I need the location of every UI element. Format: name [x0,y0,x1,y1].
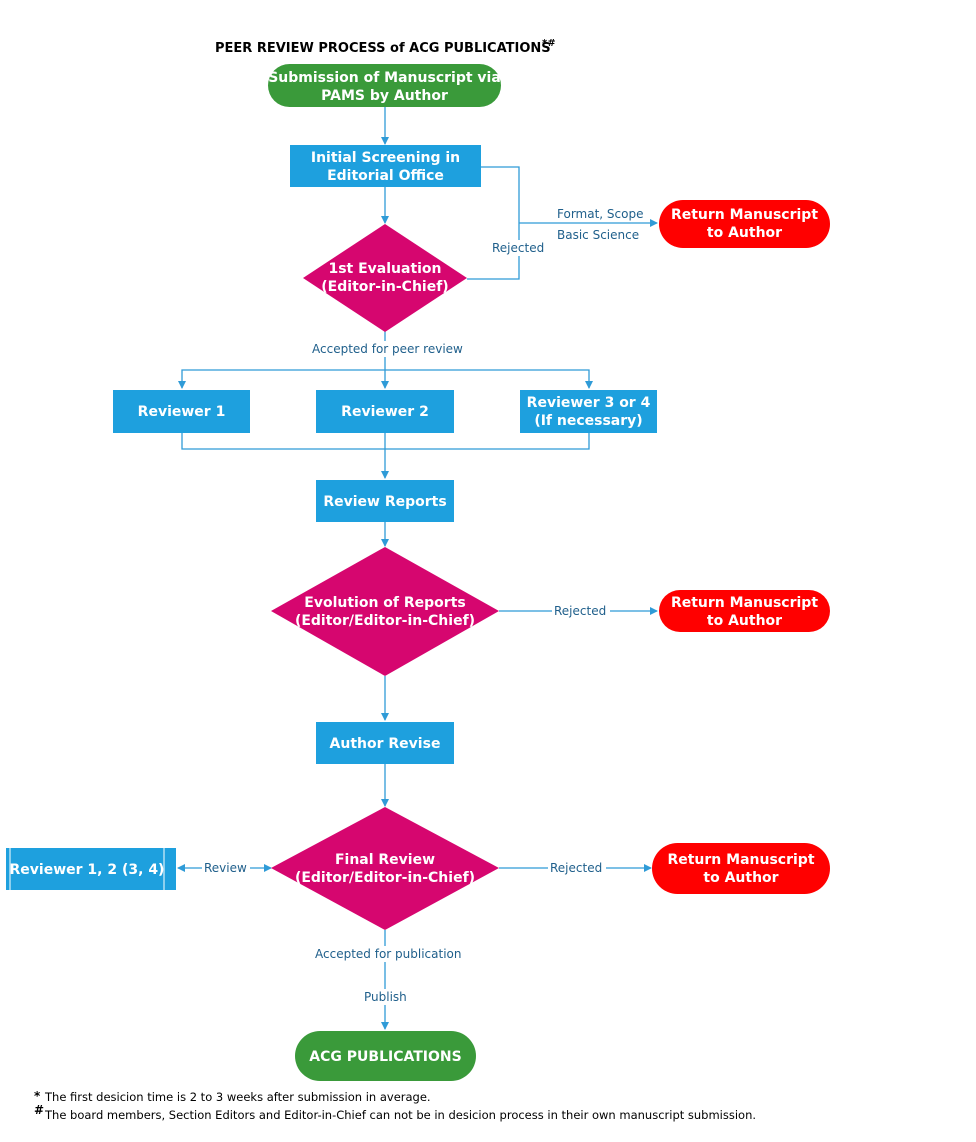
edge-label-publish: Publish [364,990,407,1004]
edge-label-rejected-3: Rejected [550,861,602,875]
final-review-shape [271,807,499,930]
final-review-label-1: Final Review [335,852,435,868]
acg-label: ACG PUBLICATIONS [309,1049,461,1065]
author-revise-label: Author Revise [330,736,441,752]
node-author-revise: Author Revise [316,722,454,764]
evolution-label-2: (Editor/Editor-in-Chief) [295,613,475,629]
submission-label-2: PAMS by Author [321,88,448,104]
return2-label-1: Return Manuscript [671,595,818,611]
reviewers-again-shape [6,848,176,890]
first-eval-shape [303,224,467,332]
return3-label-1: Return Manuscript [667,852,814,868]
edge-labels: Format, Scope Basic Science Rejected Acc… [202,207,643,1005]
edge-branch-reviewer1 [178,369,385,389]
edge-label-accepted-pub: Accepted for publication [315,947,461,961]
evolution-label-1: Evolution of Reports [304,595,465,611]
node-first-evaluation: 1st Evaluation (Editor-in-Chief) [303,224,467,332]
title-marks: *# [542,38,556,49]
edge-label-rejected-2: Rejected [554,604,606,618]
reviewer1-label: Reviewer 1 [138,404,226,420]
acg-shape [295,1031,476,1081]
edge-label-rejected-1: Rejected [492,241,544,255]
footnotes: * The first desicion time is 2 to 3 week… [34,1089,756,1122]
node-reviewer-2: Reviewer 2 [316,390,454,433]
first-eval-label-2: (Editor-in-Chief) [321,279,448,295]
first-eval-label-1: 1st Evaluation [328,261,441,277]
reviewer2-shape [316,390,454,433]
edge-screening-rejection [481,166,520,223]
evolution-shape [271,547,499,676]
reviewer1-shape [113,390,250,433]
return3-label-2: to Author [703,870,778,886]
return3-shape [652,843,830,894]
footnote-1-text: The first desicion time is 2 to 3 weeks … [44,1090,431,1104]
node-reviewer-1: Reviewer 1 [113,390,250,433]
reviewer34-label-1: Reviewer 3 or 4 [527,395,651,411]
node-initial-screening: Initial Screening in Editorial Office [290,145,481,187]
node-return-1: Return Manuscript to Author [659,200,830,248]
footnote-2-mark: # [34,1103,44,1117]
footnote-1-mark: * [34,1089,41,1103]
edge-label-format-scope: Format, Scope [557,207,643,221]
return2-label-2: to Author [707,613,782,629]
submission-label-1: Submission of Manuscript via [268,70,501,86]
node-submission: Submission of Manuscript via PAMS by Aut… [268,64,501,107]
node-final-review: Final Review (Editor/Editor-in-Chief) [271,807,499,930]
reviewer2-label: Reviewer 2 [341,404,429,420]
node-reviewer-3-4: Reviewer 3 or 4 (If necessary) [520,390,657,433]
return2-shape [659,590,830,632]
edge-reviewer1-merge [181,433,385,450]
reviewer34-shape [520,390,657,433]
node-evolution-of-reports: Evolution of Reports (Editor/Editor-in-C… [271,547,499,676]
return1-label-2: to Author [707,225,782,241]
diagram-title: PEER REVIEW PROCESS of ACG PUBLICATIONS [215,41,551,56]
screening-shape [290,145,481,187]
edge-label-review: Review [204,861,247,875]
edge-label-basic-science: Basic Science [557,228,639,242]
footnote-2-text: The board members, Section Editors and E… [44,1108,756,1122]
reviewers-again-label: Reviewer 1, 2 (3, 4) [10,862,165,878]
final-review-label-2: (Editor/Editor-in-Chief) [295,870,475,886]
submission-shape [268,64,501,107]
screening-label-1: Initial Screening in [311,150,460,166]
reviewer34-label-2: (If necessary) [534,413,642,429]
node-reviewers-again: Reviewer 1, 2 (3, 4) [6,848,176,890]
node-return-3: Return Manuscript to Author [652,843,830,894]
review-reports-label: Review Reports [323,494,446,510]
node-review-reports: Review Reports [316,480,454,522]
screening-label-2: Editorial Office [327,168,444,184]
node-return-2: Return Manuscript to Author [659,590,830,632]
node-acg-publications: ACG PUBLICATIONS [295,1031,476,1081]
return1-label-1: Return Manuscript [671,207,818,223]
return1-shape [659,200,830,248]
edge-label-accepted-peer: Accepted for peer review [312,342,463,356]
edge-branch-reviewer34 [385,369,593,389]
author-revise-shape [316,722,454,764]
edge-reviewer34-merge [385,433,590,450]
review-reports-shape [316,480,454,522]
